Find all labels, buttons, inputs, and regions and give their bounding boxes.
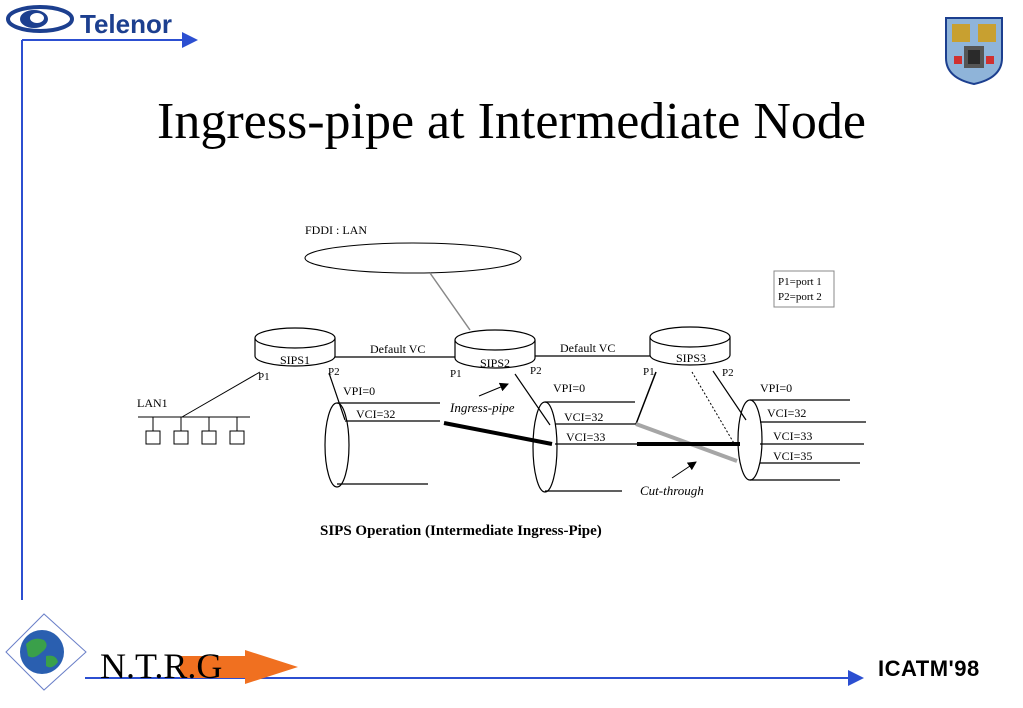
link1-label: Default VC: [370, 342, 425, 356]
ntrg-logo-text: N.T.R.G: [100, 646, 223, 686]
legend-p1: P1=port 1: [778, 276, 822, 288]
telenor-logo-icon: [6, 5, 74, 33]
switch-sips1: SIPS1: [254, 327, 336, 367]
pipe-2: [514, 373, 637, 493]
sips3-label: SIPS3: [676, 351, 706, 365]
ntrg-logo-icon: [5, 613, 298, 691]
switch-sips3: SIPS3: [649, 326, 731, 366]
lan1-hosts: [145, 417, 245, 445]
pipe-1: [324, 372, 440, 488]
ingress-pipe-label: Ingress-pipe: [449, 400, 515, 415]
sips2-label: SIPS2: [480, 356, 510, 370]
vc-cross-link: [443, 421, 553, 446]
pipe2-vci-33: VCI=33: [566, 430, 605, 444]
sips1-p1: P1: [258, 371, 270, 383]
cut-through-label: Cut-through: [640, 483, 704, 498]
lan1-link: [181, 371, 261, 418]
sips2-p2: P2: [530, 365, 542, 377]
sips3-p1-link: [635, 371, 657, 425]
sips3-p2: P2: [722, 367, 734, 379]
crest-icon: [945, 17, 1003, 86]
pipe1-vci-32: VCI=32: [356, 407, 395, 421]
pipe2-vci-32: VCI=32: [564, 410, 603, 424]
slide-title: Ingress-pipe at Intermediate Node: [157, 93, 866, 150]
pipe3-vci-33: VCI=33: [773, 429, 812, 443]
telenor-logo-text: Telenor: [80, 9, 172, 39]
fddi-label: FDDI : LAN: [305, 223, 367, 237]
pipe1-vpi: VPI=0: [343, 384, 375, 398]
lan1-label: LAN1: [137, 396, 168, 410]
icatm-label: ICATM'98: [878, 656, 980, 681]
cut-through-arrow: [671, 461, 697, 479]
pipe3-vci-35: VCI=35: [773, 449, 812, 463]
legend-p2: P2=port 2: [778, 291, 822, 303]
pipe2-vpi: VPI=0: [553, 381, 585, 395]
link2-label: Default VC: [560, 341, 615, 355]
ingress-pipe-arrow: [478, 382, 509, 397]
pipe-3: [691, 370, 866, 481]
pipe3-vpi: VPI=0: [760, 381, 792, 395]
pipe3-vci-32: VCI=32: [767, 406, 806, 420]
sips1-p2: P2: [328, 366, 340, 378]
sips3-p1: P1: [643, 366, 655, 378]
switch-sips2: SIPS2: [454, 329, 536, 370]
diagram-caption: SIPS Operation (Intermediate Ingress-Pip…: [320, 523, 602, 539]
legend-box: [773, 270, 835, 308]
sips2-p1: P1: [450, 368, 462, 380]
sips1-label: SIPS1: [280, 353, 310, 367]
fddi-ring: [304, 242, 522, 274]
fddi-link: [429, 272, 471, 331]
